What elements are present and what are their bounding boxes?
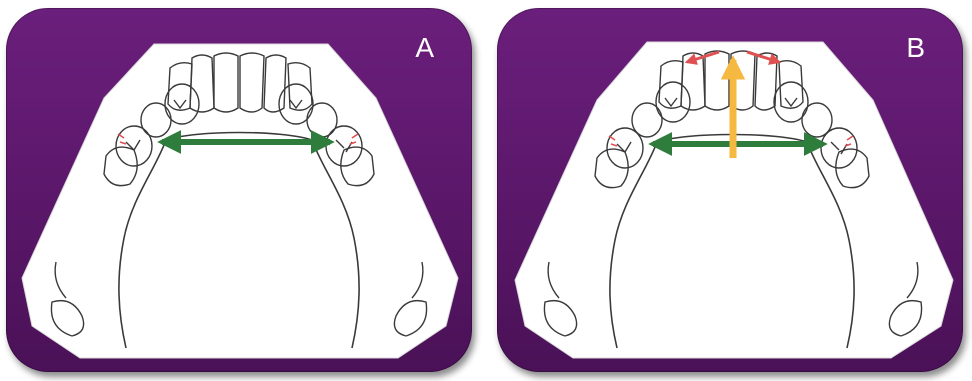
panel-b: B xyxy=(497,8,963,372)
panel-label-a: A xyxy=(415,34,434,62)
dental-arch-diagram-b xyxy=(497,8,963,372)
dental-arch-diagram-a xyxy=(6,8,472,372)
panel-a: A xyxy=(6,8,472,372)
panel-label-b: B xyxy=(906,34,925,62)
